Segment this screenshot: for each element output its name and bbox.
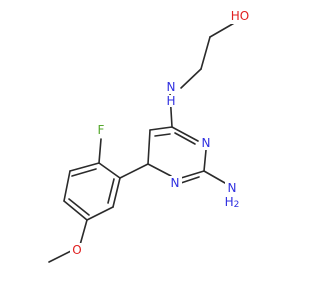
bond-n3-c2: [203, 149, 207, 172]
bond-ph5-o: [79, 219, 88, 246]
bond-n1-c6: [147, 163, 172, 177]
bond-o-c: [209, 21, 237, 38]
bond-ph4-ph5-double: [68, 198, 90, 216]
bond-c2-n1-double: [180, 176, 200, 184]
amine-n-label: N: [167, 80, 176, 94]
bond-ph6-ph1-double: [107, 178, 115, 204]
bond-c2-nh2: [203, 170, 226, 184]
bond-c4-n3-double: [174, 132, 196, 145]
bond-c-nh: [180, 68, 202, 89]
bond-c5-c4-double: [154, 133, 171, 137]
bond-c-c: [200, 36, 211, 70]
fluorine-label: F: [98, 123, 105, 137]
hydroxyl-label: HO: [231, 9, 249, 23]
bond-o-ch3: [48, 249, 74, 263]
bond-ph2-ph3-double: [71, 168, 97, 177]
bond-ph2-ph3: [69, 162, 100, 172]
bond-c6-ph: [119, 163, 149, 179]
amino-h2-label: H2: [225, 195, 240, 210]
molecule-diagram: HO N H N N N H2 F O: [48, 8, 249, 263]
amine-h-label: H: [166, 94, 175, 108]
bond-c5-c4: [149, 126, 173, 131]
bond-ph4-ph5: [63, 200, 88, 221]
bond-c6-c5: [147, 129, 151, 165]
bond-ph1-ph2: [98, 162, 121, 179]
bond-ph2-f: [98, 138, 102, 164]
bond-c2-n1: [180, 170, 205, 179]
ring-n3-label: N: [202, 136, 211, 150]
bonds: [48, 21, 237, 263]
bond-ph3-ph4: [63, 170, 71, 202]
amino-n-label: N: [228, 181, 237, 195]
bond-ph6-ph1: [112, 177, 121, 208]
ring-n1-label: N: [171, 176, 180, 190]
atoms: HO N H N N N H2 F O: [70, 8, 249, 257]
methoxy-o-label: O: [72, 243, 81, 257]
bond-c4-n3: [171, 126, 199, 142]
bond-ph5-ph6: [86, 206, 114, 221]
